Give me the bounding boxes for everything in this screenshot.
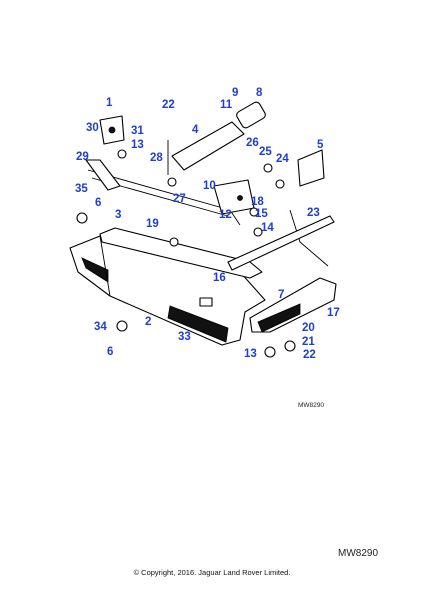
callout-2: 2 bbox=[145, 316, 151, 328]
callout-29: 29 bbox=[76, 151, 89, 163]
callout-24: 24 bbox=[276, 153, 289, 165]
callout-35: 35 bbox=[75, 183, 88, 195]
callout-17: 17 bbox=[327, 307, 340, 319]
callout-13-lower: 13 bbox=[244, 348, 257, 360]
callout-10: 10 bbox=[203, 180, 216, 192]
callout-22: 22 bbox=[162, 99, 175, 111]
callout-30: 30 bbox=[86, 122, 99, 134]
callout-19: 19 bbox=[146, 218, 159, 230]
callout-16: 16 bbox=[213, 272, 226, 284]
callout-12: 12 bbox=[219, 209, 232, 221]
energy-absorber bbox=[167, 101, 266, 175]
callout-labels: 1 30 31 13 29 22 11 9 8 4 26 25 24 5 28 … bbox=[75, 87, 340, 361]
side-trim bbox=[227, 209, 335, 271]
drawing-code-small: MW8290 bbox=[298, 402, 325, 409]
callout-14: 14 bbox=[261, 222, 274, 234]
callout-9: 9 bbox=[232, 87, 238, 99]
fixings bbox=[76, 149, 296, 358]
upper-mounting-bracket bbox=[99, 115, 125, 145]
callout-11: 11 bbox=[220, 99, 233, 111]
callout-6: 6 bbox=[95, 197, 101, 209]
callout-21: 21 bbox=[302, 336, 315, 348]
callout-23: 23 bbox=[307, 207, 320, 219]
callout-22-lower: 22 bbox=[303, 349, 316, 361]
callout-33: 33 bbox=[178, 331, 191, 343]
callout-5: 5 bbox=[317, 139, 324, 151]
callout-27: 27 bbox=[173, 193, 186, 205]
callout-8: 8 bbox=[256, 87, 263, 99]
callout-25: 25 bbox=[259, 146, 272, 158]
callout-20: 20 bbox=[302, 322, 315, 334]
side-bracket bbox=[297, 149, 325, 187]
bumper-blade bbox=[99, 227, 263, 279]
callout-13: 13 bbox=[131, 139, 144, 151]
callout-6-lower: 6 bbox=[107, 346, 113, 358]
callout-1: 1 bbox=[106, 97, 113, 109]
callout-31: 31 bbox=[131, 125, 144, 137]
callout-3: 3 bbox=[115, 209, 121, 221]
callout-4: 4 bbox=[192, 124, 199, 136]
callout-34: 34 bbox=[94, 321, 107, 333]
callout-18: 18 bbox=[251, 196, 264, 208]
drawing-code: MW8290 bbox=[338, 548, 379, 559]
copyright-notice: © Copyright, 2016. Jaguar Land Rover Lim… bbox=[133, 568, 291, 577]
callout-15: 15 bbox=[255, 208, 268, 220]
side-bumper-section bbox=[249, 277, 337, 333]
callout-7: 7 bbox=[278, 289, 284, 301]
callout-26: 26 bbox=[246, 137, 259, 149]
callout-28: 28 bbox=[150, 152, 163, 164]
